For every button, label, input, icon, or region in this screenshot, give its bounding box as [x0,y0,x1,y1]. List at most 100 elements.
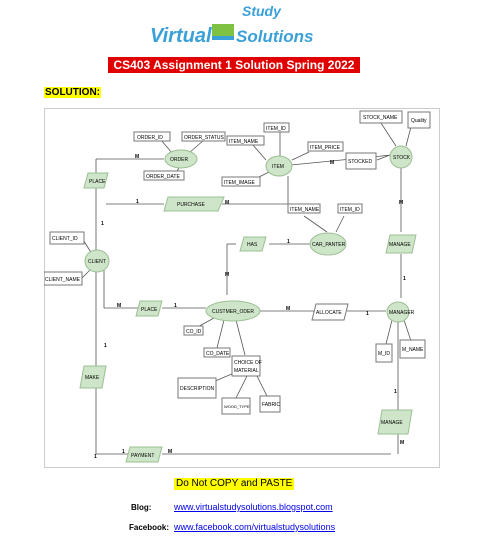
attr-co-id-label: CO_ID [186,329,202,335]
attr-stock-name-label: STOCK_NAME [363,115,398,121]
attr-item-id-2-label: ITEM_ID [340,207,360,213]
attr-client-id-label: CLIENT_ID [52,236,78,242]
attr-stocked [345,152,377,170]
attr-description [177,377,217,399]
attr-item-name-label: ITEM_NAME [229,139,259,145]
cardinality-label: 1 [174,303,177,309]
attr-fabric [259,395,281,413]
rel-allocate-label: ALLOCATE [316,310,342,316]
rel-place-2-label: PLACE [141,307,158,313]
rel-place-1-label: PLACE [89,179,106,185]
cardinality-labels: M 1 M 1 M 1 M M 1 M 1 M 1 1 1 1 M 1 M [94,154,406,460]
attr-description-label: DESCRIPTION [180,386,215,392]
rel-manage-1-label: MANAGE [389,242,411,248]
logo-book-icon [212,24,234,36]
entity-manager-label: MANAGER [389,310,415,316]
attr-item-id-label: ITEM_ID [266,126,286,132]
er-diagram-canvas: ORDER_ID ORDER_STATUS ORDER_DATE ITEM_ID… [43,108,440,468]
attr-fabric-label: FABRIC [262,402,280,408]
virtual-study-solutions-logo: Study Virtual Solutions [150,2,320,52]
rel-manage-2-label: MANAGE [381,420,403,426]
rel-manage-1 [385,234,417,254]
attr-choice-of-material-line2: MATERIAL [234,368,259,374]
facebook-link[interactable]: www.facebook.com/virtualstudysolutions [174,522,336,532]
attr-order-status-label: ORDER_STATUS [184,135,224,141]
logo-word-study: Study [242,3,282,19]
attr-m-id-label: M_ID [378,351,390,357]
rel-purchase [163,196,225,212]
entity-client [84,249,110,273]
cardinality-label: 1 [101,221,104,227]
attr-item-price-label: ITEM_PRICE [310,145,341,151]
attr-m-name [399,339,426,359]
facebook-label: Facebook: [129,523,170,532]
attr-client-id [49,231,85,245]
logo-book-base [212,36,234,40]
entity-item [265,155,293,177]
attr-m-id [375,343,393,363]
entity-stock-label: STOCK [393,155,411,161]
logo-word-solutions: Solutions [236,27,313,46]
cardinality-label: 1 [136,199,139,205]
er-diagram: ORDER_ID ORDER_STATUS ORDER_DATE ITEM_ID… [43,108,440,468]
rel-purchase-label: PURCHASE [177,202,205,208]
rel-make-label: MAKE [85,375,100,381]
entity-custmer-oder-label: CUSTMER_ODER [212,309,254,315]
entity-custmer-oder [205,300,261,322]
page-title: CS403 Assignment 1 Solution Spring 2022 [108,57,360,73]
diagram-nodes: ORDER_ID ORDER_STATUS ORDER_DATE ITEM_ID… [43,110,431,463]
copy-warning: Do Not COPY and PASTE [174,478,295,490]
cardinality-label: M [135,154,139,160]
attr-item-name [226,135,265,146]
logo-word-virtual: Virtual [150,25,212,47]
attr-item-name-2-label: ITEM_NAME [290,207,320,213]
attr-order-date [143,170,185,181]
cardinality-label: 1 [104,343,107,349]
attr-m-name-label: M_NAME [402,347,424,353]
rel-has-label: HAS [247,242,258,248]
attr-wood-type-label: WOOD_TYPE [224,404,250,409]
attr-order-date-label: ORDER_DATE [146,174,180,180]
blog-label: Blog: [131,503,152,512]
rel-place-2 [135,300,163,317]
cardinality-label: 1 [122,449,125,455]
entity-item-label: ITEM [272,164,284,170]
attr-client-name [43,271,83,286]
attr-stock-name [359,110,403,124]
entity-order [164,149,198,169]
attr-item-name-2 [287,203,321,214]
cardinality-label: M [399,200,403,206]
rel-manage-2 [377,409,413,435]
attr-co-date [203,347,231,358]
blog-link[interactable]: www.virtualstudysolutions.blogspot.com [174,502,333,512]
attr-item-price [307,141,344,152]
entity-car-panter [309,232,347,256]
attr-choice-of-material-line1: CHOICE OF [234,360,262,366]
entity-car-panter-label: CAR_PANTER [312,242,346,248]
attr-choice-of-material [231,355,261,377]
cardinality-label: 1 [394,389,397,395]
attr-item-id-2 [337,203,363,214]
entity-manager [386,301,410,323]
cardinality-label: 1 [94,454,97,460]
rel-has [239,236,267,252]
attr-wood-type [221,397,251,415]
attr-order-id-label: ORDER_ID [137,135,163,141]
attr-client-name-label: CLIENT_NAME [45,277,81,283]
attr-item-id [263,122,290,133]
entity-client-label: CLIENT [88,259,106,265]
cardinality-label: M [117,303,121,309]
attr-quality-label: Quality [411,118,427,124]
cardinality-label: 1 [366,311,369,317]
cardinality-label: M [225,272,229,278]
cardinality-label: M [168,449,172,455]
cardinality-label: M [400,440,404,446]
attr-co-date-label: CO_DATE [206,351,230,357]
cardinality-label: M [330,160,334,166]
rel-payment [125,446,163,463]
attr-order-status [181,131,226,142]
cardinality-label: 1 [403,276,406,282]
entity-order-label: ORDER [170,157,188,163]
rel-place-1 [83,172,109,189]
attr-co-id [183,325,204,336]
